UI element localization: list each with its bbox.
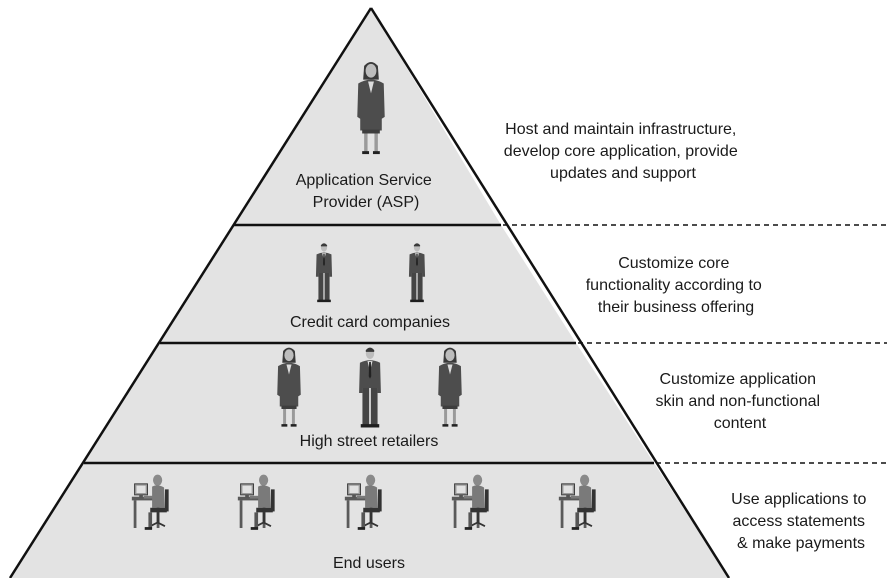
pyramid-right-edge xyxy=(369,7,731,578)
tier-3-label-line-1: High street retailers xyxy=(300,433,439,450)
tier-3-description-line-3: content xyxy=(714,415,767,432)
tier-1-label-line-2: Provider (ASP) xyxy=(313,194,420,211)
tier-4-label-line-1: End users xyxy=(333,555,405,572)
tier-2-label: Credit card companies xyxy=(290,314,450,331)
tier-2-description-line-3: their business offering xyxy=(598,299,754,316)
tier-1-description-line-3: updates and support xyxy=(550,165,696,182)
tier-4-band xyxy=(10,463,729,578)
tier-2-band xyxy=(160,225,576,343)
tier-2-label-line-1: Credit card companies xyxy=(290,314,450,331)
tier-1-label-line-1: Application Service xyxy=(296,172,432,189)
tier-4-label: End users xyxy=(333,555,405,572)
tier-2-description-line-2: functionality according to xyxy=(586,277,762,294)
tier-3-description-line-1: Customize application xyxy=(660,371,817,388)
tier-3-description-line-2: skin and non-functional xyxy=(655,393,820,410)
tier-1-label: Application Service Provider (ASP) xyxy=(296,172,437,211)
tier-1-description: Host and maintain infrastructure, develo… xyxy=(504,121,742,182)
tier-3-description: Customize application skin and non-funct… xyxy=(655,371,824,432)
tier-4-description-line-1: Use applications to xyxy=(731,491,866,508)
tier-3-label: High street retailers xyxy=(300,433,439,450)
tier-2-description-line-1: Customize core xyxy=(618,255,729,272)
tier-1-description-line-2: develop core application, provide xyxy=(504,143,738,160)
tier-4-description-line-3: & make payments xyxy=(737,535,865,552)
tier-4-description-line-2: access statements xyxy=(733,513,866,530)
tier-4-description: Use applications to access statements & … xyxy=(731,491,871,552)
pyramid-left-edge xyxy=(8,7,373,578)
tier-2-description: Customize core functionality according t… xyxy=(586,255,767,316)
tier-1-description-line-1: Host and maintain infrastructure, xyxy=(505,121,736,138)
